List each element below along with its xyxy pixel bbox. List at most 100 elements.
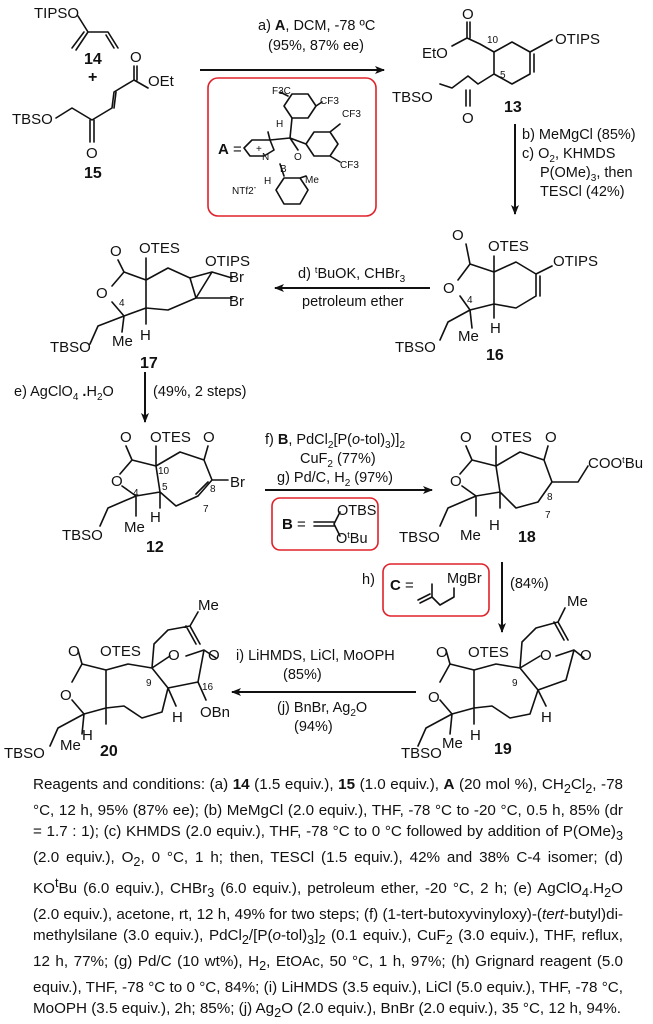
reagent-c-name: C = <box>390 577 414 594</box>
otes-label-18: OTES <box>491 429 532 446</box>
ketone-o-13: O <box>462 110 474 127</box>
compound-16-label: 16 <box>486 347 504 364</box>
compound-18: O OTES O COOtBu O 8 7 TBSO Me H 18 <box>399 429 643 546</box>
step-a-line1: a) A, DCM, -78 ºC <box>258 18 375 34</box>
coo-tbu-label: COOtBu <box>588 455 643 472</box>
ring-o-16: O <box>443 280 455 297</box>
tbso-label-19: TBSO <box>401 745 442 760</box>
plus-sign: + <box>88 69 97 86</box>
otips-label-16: OTIPS <box>553 253 598 270</box>
locant-10-12: 10 <box>158 466 170 477</box>
compound-12: O OTES O Br O 10 5 4 8 7 TBSO Me H 12 <box>62 429 245 556</box>
reagent-c-box: C = MgBr <box>382 563 490 617</box>
cf3-label-2: CF3 <box>342 109 361 120</box>
reagents-and-conditions-caption: Reagents and conditions: (a) 14 (1.5 equ… <box>33 776 623 1021</box>
reaction-scheme: TIPSO 14 + O OEt TBSO O 15 a) A, DCM, -7… <box>4 5 643 760</box>
otes-label-17: OTES <box>139 240 180 257</box>
carbonyl-o: O <box>130 49 142 66</box>
compound-15: O OEt TBSO O 15 <box>12 49 175 182</box>
me-label: Me <box>305 175 319 186</box>
ring-o-19: O <box>428 689 440 706</box>
compound-17: O OTES OTIPS Br Br O 4 TBSO Me H 17 <box>50 240 250 372</box>
locant-16-20: 16 <box>202 682 214 693</box>
n-charge: + <box>256 144 262 155</box>
lactone-o-12: O <box>120 429 132 446</box>
me-label-20-top: Me <box>198 597 219 614</box>
compound-19: Me O OTES O O O 9 TBSO Me H H 19 <box>401 593 592 760</box>
step-c-line1: c) O2, KHMDS <box>522 146 615 165</box>
locant-9-19: 9 <box>512 678 518 689</box>
step-a: a) A, DCM, -78 ºC (95%, 87% ee) <box>200 18 385 74</box>
step-j-line1: (j) BnBr, Ag2O <box>277 700 367 719</box>
compound-17-label: 17 <box>140 355 158 372</box>
ring-o-12: O <box>111 473 123 490</box>
h-label-20a: H <box>82 727 93 744</box>
h-label-12: H <box>150 509 161 526</box>
n-label: N <box>262 152 269 163</box>
me-label-17: Me <box>112 333 133 350</box>
catalyst-a-box: F3C CF3 CF3 CF3 A = H N + B O H NTf2- Me <box>207 77 377 217</box>
lactone-o-20: O <box>68 643 80 660</box>
locant-4-12: 4 <box>133 488 139 499</box>
cf3-label-3: CF3 <box>340 160 359 171</box>
spiro-o-19: O <box>540 647 552 664</box>
h-label-19a: H <box>470 727 481 744</box>
step-ij: i) LiHMDS, LiCl, MoOPH (85%) (j) BnBr, A… <box>231 648 416 735</box>
step-e-reagent: e) AgClO4 .H2O <box>14 384 114 403</box>
step-fg: f) B, PdCl2[P(o-tol)3)]2 CuF2 (77%) g) P… <box>265 432 433 494</box>
spiro-carbonyl-o-19: O <box>580 647 592 664</box>
locant-4-16: 4 <box>467 295 473 306</box>
compound-13: O EtO 10 OTIPS 5 TBSO O 13 <box>392 6 600 127</box>
h-label-19b: H <box>541 709 552 726</box>
step-f-line1: f) B, PdCl2[P(o-tol)3)]2 <box>265 432 405 451</box>
otips-label-17: OTIPS <box>205 253 250 270</box>
tbso-label-16: TBSO <box>395 339 436 356</box>
h-label-18: H <box>489 517 500 534</box>
locant-5-12: 5 <box>162 482 168 493</box>
compound-16: O OTES OTIPS O 4 TBSO Me H 16 <box>395 227 598 364</box>
me-label-20: Me <box>60 737 81 754</box>
compound-13-label: 13 <box>504 99 522 116</box>
b-label: B <box>280 164 287 175</box>
compound-14-label: 14 <box>84 51 102 68</box>
step-i-line2: (85%) <box>283 667 322 683</box>
step-f-line2: CuF2 (77%) <box>300 451 376 470</box>
compound-18-label: 18 <box>518 529 536 546</box>
nh-label: H <box>264 176 271 187</box>
step-h-label: h) <box>362 572 375 588</box>
o-label: O <box>294 152 302 163</box>
step-g-line: g) Pd/C, H2 (97%) <box>277 470 393 489</box>
step-a-line2: (95%, 87% ee) <box>268 38 364 54</box>
locant-8-18: 8 <box>547 492 553 503</box>
ntf2-label: NTf2- <box>232 183 257 197</box>
step-i-line1: i) LiHMDS, LiCl, MoOPH <box>236 648 395 664</box>
reagent-b-name: B = <box>282 516 306 533</box>
h-label-17: H <box>140 327 151 344</box>
compound-14: TIPSO 14 + <box>34 5 119 86</box>
tipso-label: TIPSO <box>34 5 79 22</box>
f3c-label: F3C <box>272 86 291 97</box>
tbso-label-20: TBSO <box>4 745 45 760</box>
me-label-19-top: Me <box>567 593 588 610</box>
me-label-19: Me <box>442 735 463 752</box>
step-d-line2: petroleum ether <box>302 294 404 310</box>
carbonyl-o-13: O <box>462 6 474 23</box>
step-e: e) AgClO4 .H2O (49%, 2 steps) <box>14 372 247 423</box>
tbso-label-18: TBSO <box>399 529 440 546</box>
compound-15-label: 15 <box>84 165 102 182</box>
locant-5: 5 <box>500 70 506 81</box>
step-d-line1: d) tBuOK, CHBr3 <box>298 265 406 285</box>
locant-9-20: 9 <box>146 678 152 689</box>
obn-label-20: OBn <box>200 704 230 721</box>
eto-label: EtO <box>422 45 448 62</box>
spiro-carbonyl-o-20: O <box>208 647 220 664</box>
me-label-18: Me <box>460 527 481 544</box>
lactone-o-18: O <box>460 429 472 446</box>
compound-20: Me O OTES O O O 9 16 TBSO Me H H OBn 20 <box>4 597 230 760</box>
me-label-16: Me <box>458 328 479 345</box>
otes-label-16: OTES <box>488 238 529 255</box>
mgbr-label: MgBr <box>447 571 482 587</box>
compound-12-label: 12 <box>146 539 164 556</box>
ketone-o-18: O <box>545 429 557 446</box>
otips-label-13: OTIPS <box>555 31 600 48</box>
